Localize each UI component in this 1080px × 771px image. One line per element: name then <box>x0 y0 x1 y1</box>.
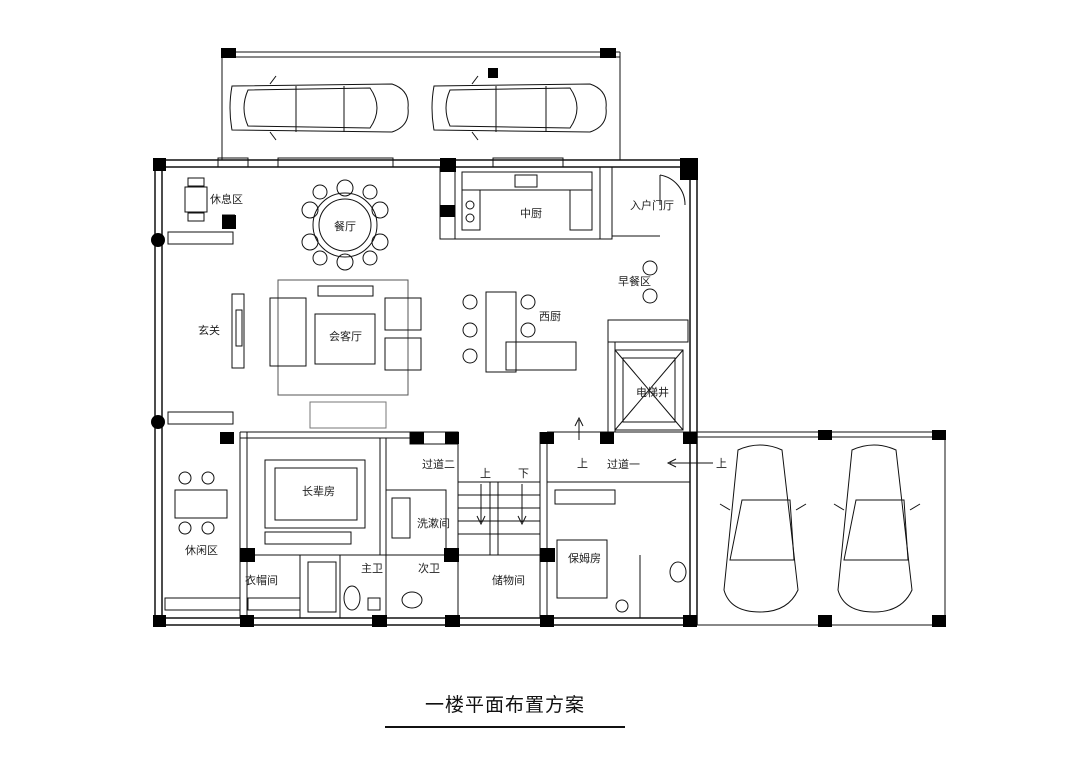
label-elder-room: 长辈房 <box>302 485 335 498</box>
label-foyer: 玄关 <box>198 324 220 337</box>
interior-walls <box>167 166 697 618</box>
label-dining: 餐厅 <box>334 220 356 233</box>
elevator <box>614 349 684 431</box>
stairs <box>458 481 540 556</box>
dining-table <box>301 179 389 271</box>
label-living-room: 会客厅 <box>329 330 362 343</box>
car-top-left <box>229 75 409 141</box>
plan-title: 一楼平面布置方案 <box>424 694 585 716</box>
columns <box>151 48 946 627</box>
label-nanny-room: 保姆房 <box>568 552 601 565</box>
label-rest-area: 休息区 <box>210 193 243 206</box>
label-western-kitchen: 西厨 <box>539 310 561 323</box>
elder-bed <box>264 459 366 545</box>
top-carport <box>221 51 621 160</box>
label-second-bath: 次卫 <box>418 562 440 575</box>
stair-up-label: 上 <box>480 467 491 480</box>
stair-down-label: 下 <box>518 467 529 480</box>
car-right-right <box>833 444 921 613</box>
label-master-bath: 主卫 <box>361 562 383 575</box>
label-breakfast-area: 早餐区 <box>618 275 651 288</box>
label-wash-room: 洗漱间 <box>417 517 450 530</box>
label-corridor-one: 过道一 <box>607 458 640 471</box>
garage-up-label: 上 <box>716 457 727 470</box>
car-right-left <box>719 444 807 613</box>
label-storage-room: 储物间 <box>492 574 525 587</box>
label-entry-foyer: 入户门厅 <box>630 199 674 212</box>
label-cloakroom: 衣帽间 <box>245 574 278 587</box>
stair-arrows <box>476 416 713 526</box>
right-garage <box>697 431 946 626</box>
living-room-furniture <box>231 279 422 429</box>
island <box>462 260 658 373</box>
label-elevator-shaft: 电梯井 <box>636 386 669 399</box>
car-top-right <box>431 75 607 141</box>
label-corridor-two: 过道二 <box>422 458 455 471</box>
corridor-up-label: 上 <box>577 457 588 470</box>
label-leisure-area: 休闲区 <box>185 544 218 557</box>
label-chinese-kitchen: 中厨 <box>520 207 542 220</box>
title-underline <box>385 726 625 728</box>
